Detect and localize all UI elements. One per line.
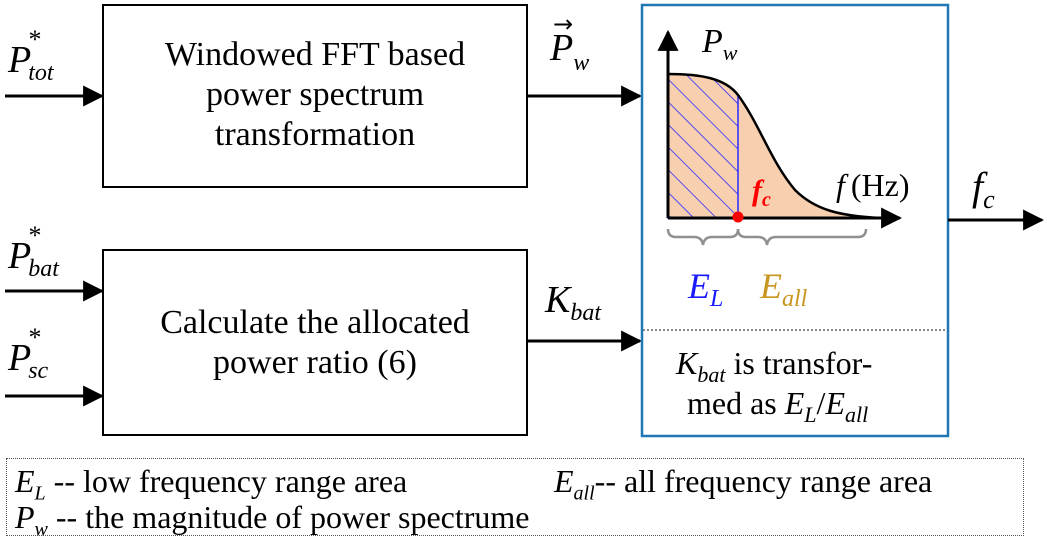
fft-block-line-2: power spectrum xyxy=(206,76,424,113)
legend-pw-subscript: w xyxy=(34,518,48,541)
el-label: EL xyxy=(687,266,723,312)
legend-eall-text: -- all frequency range area xyxy=(594,463,933,499)
fft-block-line-1: Windowed FFT based xyxy=(165,36,465,73)
k-bat-note-line-1: Kbat is transfor- xyxy=(675,345,872,387)
legend-el-text: -- low frequency range area xyxy=(45,463,408,499)
fft-block-line-3: transformation xyxy=(215,116,415,153)
y-axis-label: Pw xyxy=(701,23,738,65)
low-frequency-area xyxy=(667,73,739,219)
legend-eall-subscript: all xyxy=(573,482,595,505)
input-p-sc-label: P*sc xyxy=(7,323,49,384)
cutoff-label: fc xyxy=(752,174,771,211)
el-brace xyxy=(666,228,740,246)
k-bat-note-line-2: med as EL/Eall xyxy=(687,385,868,427)
ratio-block-line-1: Calculate the allocated xyxy=(160,304,470,341)
legend-eall: Eall-- all frequency range area xyxy=(554,465,932,503)
eall-brace xyxy=(736,228,868,246)
pw-vector-accent: → xyxy=(553,10,573,38)
ratio-block xyxy=(102,249,528,436)
legend-pw: Pw -- the magnitude of power spectrume xyxy=(15,501,530,539)
legend-el-symbol: E xyxy=(15,463,35,499)
legend-el: EL -- low frequency range area xyxy=(15,465,407,503)
x-axis-label: f(Hz) xyxy=(836,167,910,203)
output-fc-label: fc xyxy=(972,164,995,214)
legend-pw-text: -- the magnitude of power spectrume xyxy=(47,499,530,535)
cutoff-point xyxy=(732,211,744,223)
legend-eall-symbol: E xyxy=(554,463,574,499)
pw-vector-label: Pw xyxy=(549,27,589,76)
legend: EL -- low frequency range area Eall-- al… xyxy=(6,458,1024,539)
legend-el-subscript: L xyxy=(34,482,46,505)
fft-block xyxy=(102,4,528,188)
spectrum-curve xyxy=(667,72,881,220)
ratio-block-line-2: power ratio (6) xyxy=(213,344,417,381)
eall-label: Eall xyxy=(759,266,808,312)
input-p-tot-label: P*tot xyxy=(7,25,55,86)
input-p-bat-label: P*bat xyxy=(7,221,60,282)
legend-pw-symbol: P xyxy=(15,499,35,535)
k-bat-label: Kbat xyxy=(544,279,602,326)
